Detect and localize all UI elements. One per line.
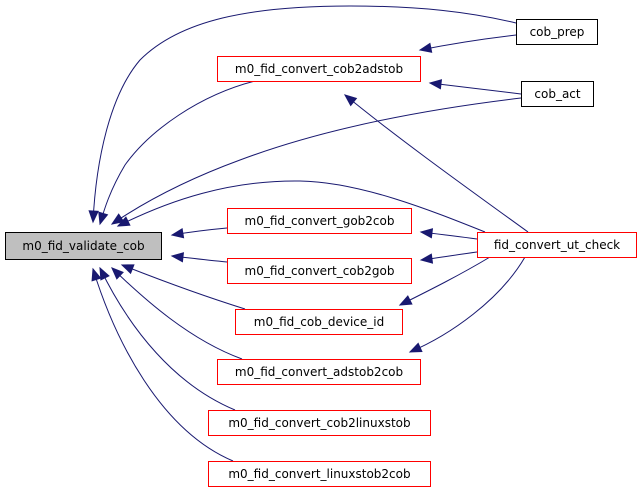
- edges-layer: [88, 5, 529, 462]
- arrowhead-icon: [120, 264, 135, 275]
- edge-line: [429, 82, 522, 95]
- arrowhead-icon: [343, 94, 358, 107]
- arrowhead-icon: [99, 266, 110, 281]
- edge-cob_act-to-validate: [110, 97, 522, 225]
- edge-line: [99, 80, 256, 225]
- node-label: m0_fid_convert_gob2cob: [245, 214, 395, 228]
- edge-device_id-to-validate: [120, 264, 246, 310]
- edge-line: [399, 256, 491, 306]
- node-label: m0_fid_cob_device_id: [254, 315, 384, 329]
- node-box[interactable]: [521, 81, 594, 107]
- node-box[interactable]: [208, 410, 431, 436]
- node-label: fid_convert_ut_check: [494, 238, 620, 252]
- edge-cob2gob-to-validate: [170, 252, 228, 263]
- edge-cob_act-to-cob2adstob: [428, 79, 522, 95]
- edge-line: [111, 267, 243, 360]
- node-label: m0_fid_convert_linuxstob2cob: [228, 467, 410, 481]
- edge-ut_check-to-adstob2cob: [408, 256, 526, 353]
- node-validate[interactable]: m0_fid_validate_cob: [5, 232, 162, 260]
- edge-line: [419, 34, 517, 51]
- edge-ut_check-to-gob2cob: [419, 228, 478, 240]
- node-box[interactable]: [217, 359, 421, 385]
- nodes-layer: m0_fid_validate_cob m0_fid_convert_cob2ad…: [5, 19, 637, 487]
- arrowhead-icon: [98, 211, 109, 226]
- edge-ut_check-to-cob2gob: [419, 251, 478, 264]
- node-ut_check[interactable]: fid_convert_ut_check: [477, 232, 637, 258]
- edge-line: [99, 267, 236, 411]
- node-box[interactable]: [516, 19, 598, 45]
- node-label: cob_prep: [530, 25, 585, 39]
- node-box[interactable]: [5, 232, 162, 260]
- node-box[interactable]: [235, 309, 403, 335]
- arrowhead-icon: [408, 342, 423, 353]
- arrowhead-icon: [111, 267, 124, 280]
- node-box[interactable]: [477, 232, 637, 258]
- edge-line: [92, 268, 234, 462]
- arrowhead-icon: [418, 42, 433, 53]
- node-cob2gob[interactable]: m0_fid_convert_cob2gob: [227, 258, 412, 284]
- edge-ut_check-to-cob2adstob: [343, 94, 529, 233]
- edge-line: [111, 97, 522, 225]
- arrowhead-icon: [170, 252, 185, 263]
- edge-line: [117, 180, 486, 233]
- arrowhead-icon: [110, 213, 125, 225]
- arrowhead-icon: [88, 210, 99, 224]
- node-label: m0_fid_convert_cob2adstob: [235, 62, 403, 76]
- node-cob_act[interactable]: cob_act: [521, 81, 594, 107]
- edge-ut_check-to-device_id: [398, 256, 491, 306]
- edge-cob2linuxstob-to-validate: [99, 266, 236, 411]
- edge-line: [344, 94, 529, 233]
- node-linuxstob2cob[interactable]: m0_fid_convert_linuxstob2cob: [208, 461, 431, 487]
- arrowhead-icon: [170, 227, 185, 239]
- edge-line: [409, 256, 526, 353]
- arrowhead-icon: [419, 253, 434, 264]
- edge-cob2adstob-to-validate: [98, 80, 256, 226]
- edge-cob_prep-to-validate: [88, 5, 517, 224]
- arrowhead-icon: [91, 267, 102, 282]
- node-label: m0_fid_convert_cob2gob: [245, 264, 395, 278]
- node-label: m0_fid_convert_cob2linuxstob: [228, 416, 410, 430]
- arrowhead-icon: [419, 228, 434, 239]
- edge-line: [92, 5, 517, 223]
- arrowhead-icon: [116, 216, 131, 227]
- edge-adstob2cob-to-validate: [111, 267, 243, 360]
- node-cob_prep[interactable]: cob_prep: [516, 19, 598, 45]
- node-adstob2cob[interactable]: m0_fid_convert_adstob2cob: [217, 359, 421, 385]
- arrowhead-icon: [428, 79, 443, 90]
- node-box[interactable]: [208, 461, 431, 487]
- node-gob2cob[interactable]: m0_fid_convert_gob2cob: [227, 208, 412, 234]
- node-cob2adstob[interactable]: m0_fid_convert_cob2adstob: [217, 56, 421, 82]
- edge-ut_check-to-validate: [116, 180, 486, 233]
- node-box[interactable]: [227, 208, 412, 234]
- edge-line: [121, 264, 246, 310]
- edge-gob2cob-to-validate: [170, 227, 228, 239]
- node-box[interactable]: [217, 56, 421, 82]
- node-cob2linuxstob[interactable]: m0_fid_convert_cob2linuxstob: [208, 410, 431, 436]
- node-device_id[interactable]: m0_fid_cob_device_id: [235, 309, 403, 335]
- node-label: m0_fid_validate_cob: [22, 239, 144, 253]
- node-label: cob_act: [534, 87, 581, 101]
- node-label: m0_fid_convert_adstob2cob: [235, 365, 403, 379]
- edge-cob_prep-to-cob2adstob: [418, 34, 517, 53]
- node-box[interactable]: [227, 258, 412, 284]
- edge-linuxstob2cob-to-validate: [91, 267, 234, 462]
- arrowhead-icon: [398, 295, 413, 306]
